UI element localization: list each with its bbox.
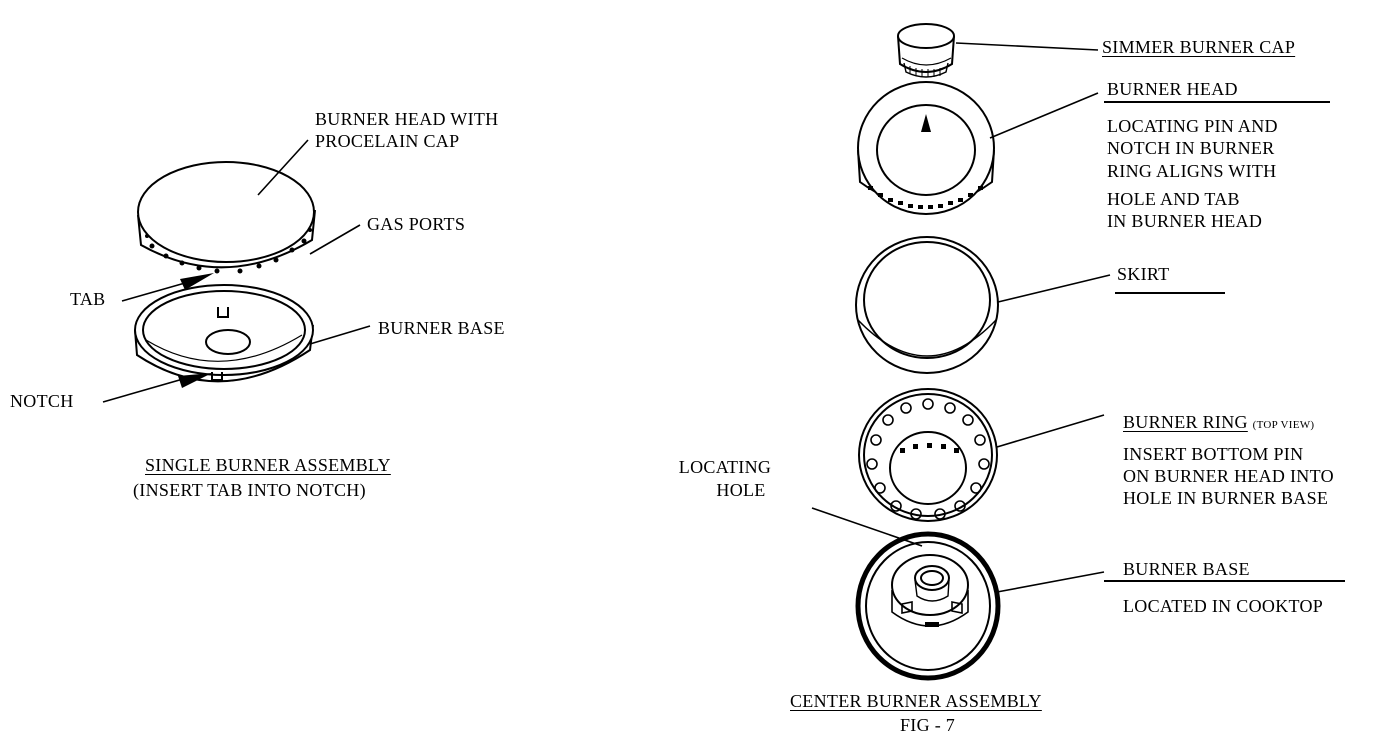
ring-note-line-1: INSERT BOTTOM PIN (1123, 444, 1304, 464)
head-note-line-2: NOTCH IN BURNER (1107, 138, 1275, 158)
head-note-line-3: RING ALIGNS WITH (1107, 161, 1277, 181)
tab-label: TAB (70, 289, 106, 309)
notch-label: NOTCH (10, 391, 74, 411)
tab-arrow-icon (180, 273, 214, 290)
center-burner-head-label: BURNER HEAD (1107, 79, 1238, 99)
ring-note-line-3: HOLE IN BURNER BASE (1123, 488, 1329, 508)
figure-number: FIG - 7 (900, 715, 956, 735)
single-burner-leaders (102, 139, 371, 403)
center-burner-base-note: LOCATED IN COOKTOP (1123, 596, 1324, 616)
single-burner-head-icon (137, 161, 316, 274)
burner-ring-icon (858, 388, 998, 522)
head-note-line-1: LOCATING PIN AND (1107, 116, 1278, 136)
burner-ring-label: BURNER RING (TOP VIEW) (1123, 411, 1314, 436)
single-burner-base-label: BURNER BASE (378, 318, 505, 338)
center-burner-base-label: BURNER BASE (1123, 559, 1250, 579)
skirt-label: SKIRT (1117, 264, 1170, 284)
burner-head-with-cap-label-1: BURNER HEAD WITH (315, 109, 499, 129)
burner-ring-view: (TOP VIEW) (1252, 419, 1315, 431)
center-burner-caption: CENTER BURNER ASSEMBLY (790, 691, 1042, 711)
ring-note-line-2: ON BURNER HEAD INTO (1123, 466, 1334, 486)
single-burner-caption-note: (INSERT TAB INTO NOTCH) (133, 480, 366, 500)
notch-arrow-icon (178, 373, 212, 388)
single-burner-base-icon (134, 284, 314, 383)
burner-head-with-cap-label-2: PROCELAIN CAP (315, 131, 460, 151)
gas-ports-label: GAS PORTS (367, 214, 466, 234)
single-burner-caption: SINGLE BURNER ASSEMBLY (145, 455, 391, 475)
simmer-burner-cap-label: SIMMER BURNER CAP (1102, 37, 1296, 57)
simmer-burner-cap-icon (897, 23, 955, 78)
locating-hole-label-1: LOCATING (678, 457, 772, 477)
locating-hole-label-2: HOLE (716, 480, 766, 500)
label-rules (1104, 101, 1345, 582)
center-burner-base-icon (855, 531, 1001, 681)
head-note-line-5: IN BURNER HEAD (1107, 211, 1263, 231)
center-burner-head-icon (857, 81, 995, 215)
skirt-icon (855, 236, 999, 374)
center-burner-leaders (811, 42, 1111, 593)
head-note-line-4: HOLE AND TAB (1107, 189, 1240, 209)
burner-ring-title: BURNER RING (1123, 412, 1248, 432)
